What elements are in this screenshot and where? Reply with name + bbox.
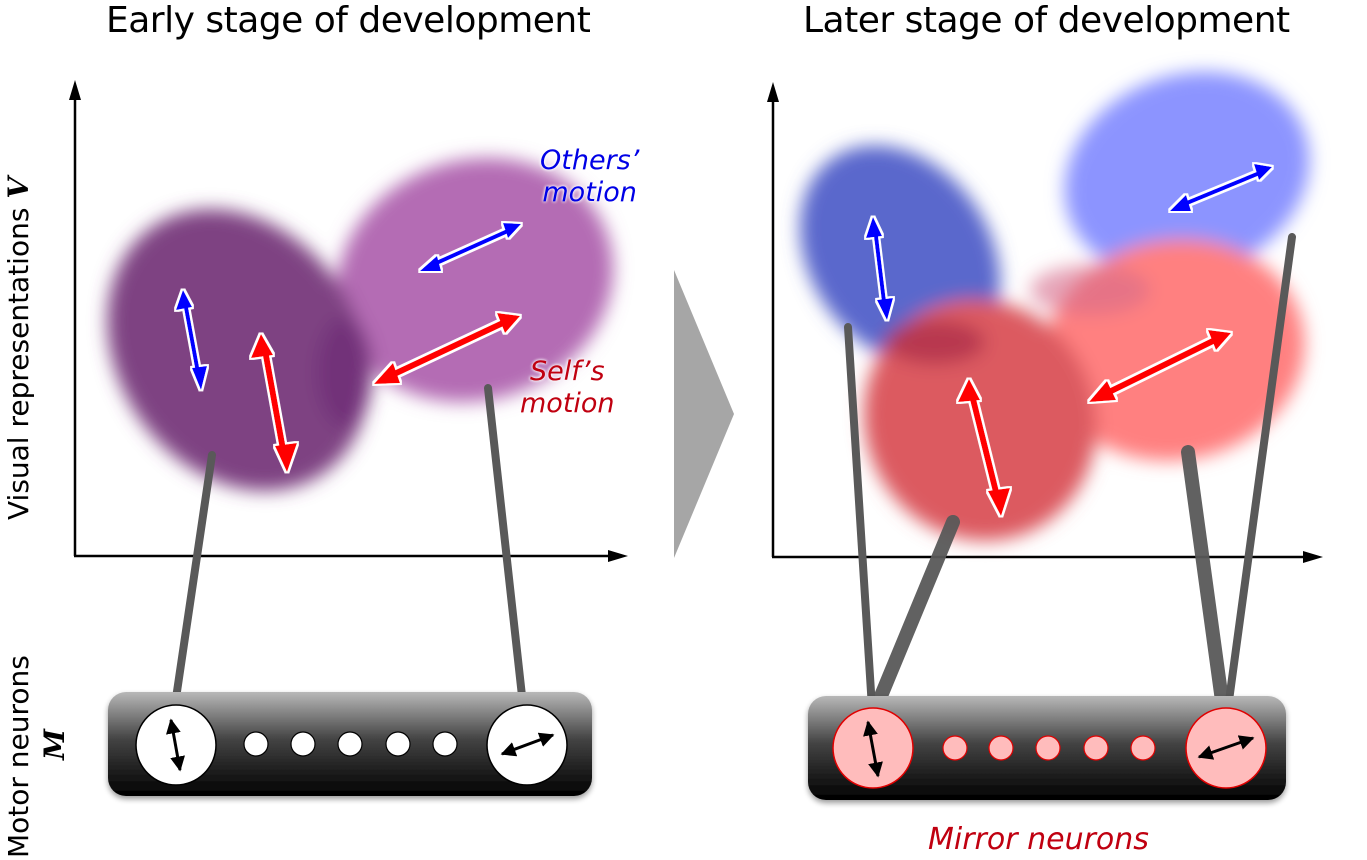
early-cluster-overlap [317, 317, 373, 427]
mirror-neuron-vertical [832, 707, 914, 789]
later-connection-left-thick [869, 515, 960, 715]
early-arrows [176, 223, 521, 472]
early-connection-left [171, 451, 216, 709]
mirror-neuron-small [1130, 735, 1156, 761]
early-cluster-right [336, 157, 614, 403]
early-red-vertical-double-arrow [251, 334, 297, 472]
later-blue-vertical-double-arrow [866, 217, 893, 320]
mirror-neurons-label: Mirror neurons [928, 822, 1149, 857]
later-connection-right-thick [1181, 445, 1230, 715]
later-x-axis-arrowhead [1303, 551, 1323, 563]
self-motion-line1: Self’s [529, 356, 605, 387]
later-y-axis-arrowhead [767, 82, 779, 102]
later-stage-title: Later stage of development [803, 0, 1290, 41]
early-stage-title: Early stage of development [106, 0, 591, 41]
early-blue-vertical-double-arrow [176, 290, 207, 390]
early-motor-neuron-small [290, 731, 316, 757]
later-cluster-overlap-right [1030, 265, 1150, 315]
mirror-neuron-small [1083, 735, 1109, 761]
later-blue-diagonal-double-arrow [1170, 164, 1272, 211]
others-motion-label: Others’ motion [540, 145, 639, 209]
mirror-neuron-small [1035, 735, 1061, 761]
early-motor-neuron-horizontal [486, 704, 568, 786]
mirror-neuron-small [988, 735, 1014, 761]
early-blue-diagonal-double-arrow [420, 223, 521, 271]
early-motor-neuron-small [243, 731, 269, 757]
mirror-neuron-horizontal [1185, 707, 1267, 789]
early-motor-neuron-small [337, 731, 363, 757]
transition-chevron-icon [674, 270, 734, 558]
early-x-axis-arrowhead [608, 550, 628, 562]
later-red-vertical-double-arrow [958, 379, 1010, 516]
mirror-neuron-small [942, 735, 968, 761]
early-motor-neuron-vertical [135, 704, 217, 786]
later-stage-panel [767, 71, 1323, 800]
early-y-axis-arrowhead [69, 80, 81, 100]
others-motion-line2: motion [542, 177, 637, 208]
early-stage-panel [69, 80, 628, 796]
self-motion-line2: motion [520, 388, 615, 419]
early-red-diagonal-double-arrow [374, 313, 520, 384]
early-connection-right [484, 384, 527, 709]
later-red-diagonal-double-arrow [1089, 330, 1231, 402]
others-motion-line1: Others’ [540, 145, 640, 176]
later-cluster-others-right [1064, 71, 1310, 279]
later-motor-layer [808, 696, 1286, 800]
early-cluster-left [107, 209, 369, 491]
self-motion-label: Self’s motion [520, 356, 615, 420]
later-connection-right-thin [1224, 233, 1296, 712]
later-arrows [866, 164, 1272, 516]
early-motor-neuron-small [432, 731, 458, 757]
early-motor-neuron-small [385, 731, 411, 757]
later-cluster-overlap-dark [885, 320, 985, 364]
early-motor-layer [108, 692, 592, 796]
later-connection-left-thin [844, 323, 876, 712]
